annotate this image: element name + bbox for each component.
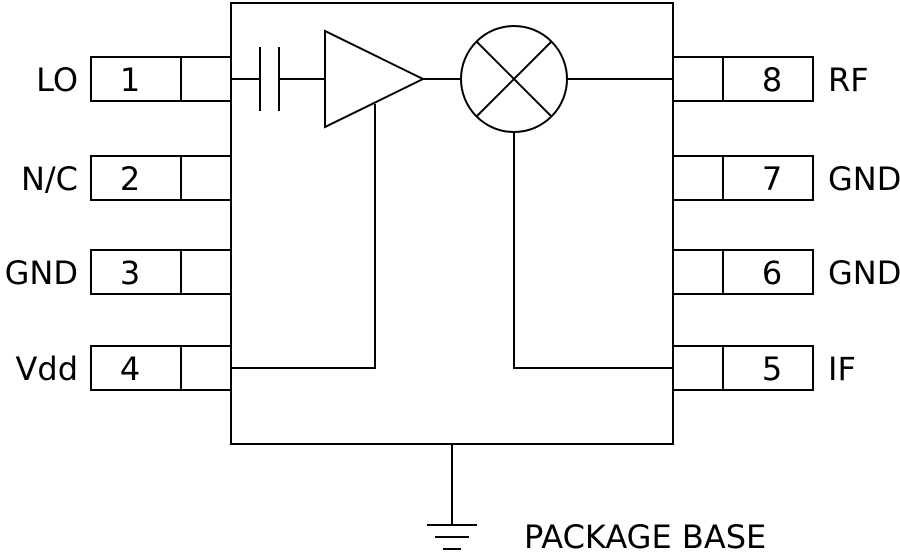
pin-box — [90, 56, 232, 102]
package-base-label: PACKAGE BASE — [524, 518, 766, 556]
package-body — [230, 2, 674, 445]
pin-box — [672, 155, 814, 201]
pin-5: 5 IF — [672, 345, 856, 391]
pin-label: N/C — [21, 160, 78, 198]
vdd-wire — [231, 104, 376, 369]
pin-box — [90, 345, 232, 391]
pin-box — [672, 249, 814, 295]
pin-number: 8 — [762, 61, 782, 99]
ground-icon — [427, 524, 477, 550]
pin-label: GND — [5, 254, 78, 292]
pin-label: IF — [828, 350, 856, 388]
pin-1: 1 LO — [36, 56, 232, 102]
pin-number: 7 — [762, 160, 782, 198]
pin-number: 6 — [762, 254, 782, 292]
amplifier-symbol — [324, 29, 426, 129]
pin-box — [90, 155, 232, 201]
pin-7: 7 GND — [672, 155, 900, 201]
pin-box — [672, 56, 814, 102]
pin-3: 3 GND — [5, 249, 232, 295]
pin-4: 4 Vdd — [15, 345, 232, 391]
pin-label: GND — [828, 254, 900, 292]
pin-label: Vdd — [15, 350, 78, 388]
pin-number: 3 — [120, 254, 140, 292]
pin-label: RF — [828, 61, 869, 99]
pin-6: 6 GND — [672, 249, 900, 295]
pin-number: 5 — [762, 350, 782, 388]
pin-label: LO — [36, 61, 78, 99]
pin-label: GND — [828, 160, 900, 198]
capacitor-symbol — [259, 47, 280, 111]
pin-number: 4 — [120, 350, 140, 388]
pin-box — [90, 249, 232, 295]
mixer-symbol — [460, 25, 568, 133]
pin-2: 2 N/C — [21, 155, 232, 201]
if-wire — [513, 132, 673, 369]
pin-number: 1 — [120, 61, 140, 99]
pin-number: 2 — [120, 160, 140, 198]
pin-box — [672, 345, 814, 391]
pin-8: 8 RF — [672, 56, 869, 102]
